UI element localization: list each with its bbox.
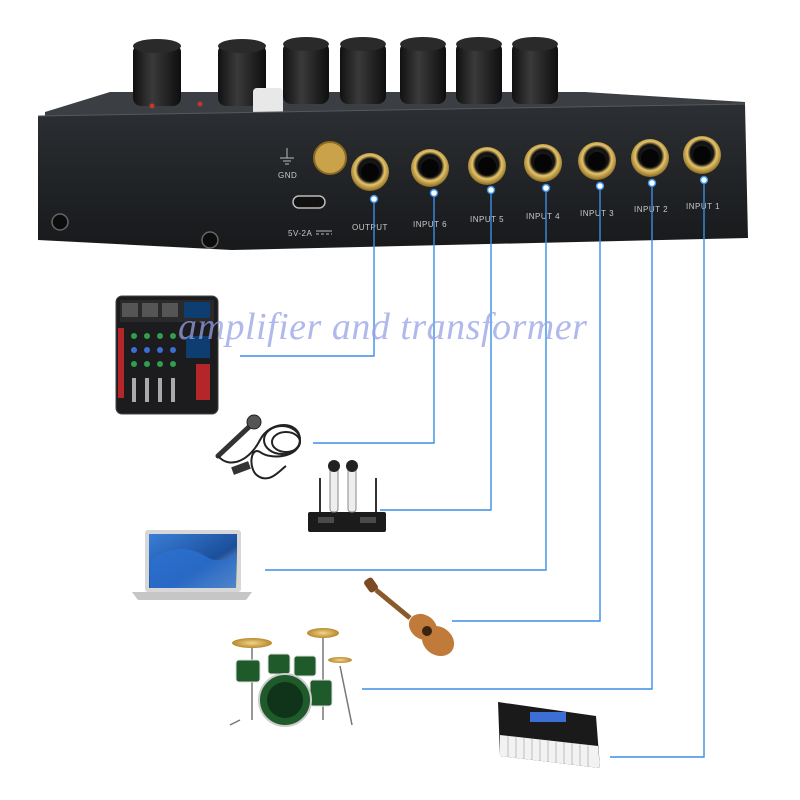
power-button[interactable] [253,88,283,116]
drum-kit-icon [229,628,353,727]
connection-lines [240,178,705,758]
mixer-console-icon [115,295,219,415]
jack-input1[interactable] [683,136,721,174]
led-indicator-icon [149,103,155,109]
jack-input6[interactable] [411,149,449,187]
laptop-icon [132,530,252,600]
jack-input4[interactable] [524,144,562,182]
jack-input3[interactable] [578,142,616,180]
led-indicator-icon [197,101,203,107]
cable-input2 [362,181,653,690]
jack-output[interactable] [351,153,389,191]
port-label-input4: INPUT 4 [526,212,560,221]
cable-input3 [452,183,601,622]
port-label-input5: INPUT 5 [470,215,504,224]
gnd-label: GND [278,171,297,180]
knob-icon[interactable] [340,37,386,104]
jack-input5[interactable] [468,147,506,185]
side-jack-icon [201,231,219,249]
wireless-mic-receiver-icon [308,460,386,532]
knob-icon[interactable] [400,37,446,104]
ukulele-icon [364,577,455,657]
knob-icon[interactable] [456,37,502,104]
port-label-input2: INPUT 2 [634,205,668,214]
jack-input2[interactable] [631,139,669,177]
port-label-input6: INPUT 6 [413,220,447,229]
port-label-output: OUTPUT [352,223,388,232]
knob-icon[interactable] [283,37,329,104]
port-label-input3: INPUT 3 [580,209,614,218]
port-label-input1: INPUT 1 [686,202,720,211]
connection-dots [369,175,709,204]
amplifier-device: GND 5V-2A OUTPUT INPUT 6 INPUT 5 INPUT 4… [37,37,748,250]
keyboard-icon [498,702,600,768]
power-label: 5V-2A [288,229,312,238]
usb-c-power-port[interactable]: 5V-2A [288,195,332,238]
cable-output [240,196,375,357]
cable-input1 [610,178,705,758]
gnd-terminal[interactable]: GND [278,141,347,180]
cable-input5 [380,188,492,511]
knob-icon[interactable] [133,39,181,106]
cable-input6 [313,190,435,444]
watermark-text: amplifier and transformer [178,306,588,348]
knob-icon[interactable] [512,37,558,104]
side-jack-icon [51,213,69,231]
device-front-panel [38,104,748,250]
microphone-icon [215,414,302,480]
gnd-screw-icon[interactable] [313,141,347,175]
knob-row [133,37,558,116]
cable-input4 [265,185,547,571]
